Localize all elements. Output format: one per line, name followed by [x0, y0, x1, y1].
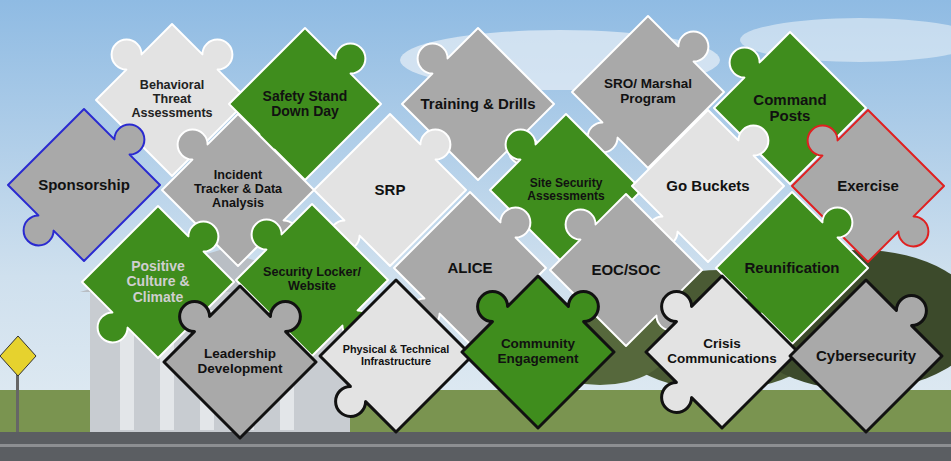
piece-label: SRP: [375, 182, 406, 199]
piece-label: Leadership Development: [185, 347, 295, 377]
puzzle-piece: Physical & Technical Infrastructure: [316, 276, 476, 436]
puzzle-shape: [646, 276, 798, 428]
puzzle-piece: Cybersecurity: [786, 276, 946, 436]
piece-label: ALICE: [448, 260, 493, 277]
piece-label: Behavioral Threat Assessments: [122, 79, 222, 121]
puzzle-shape: [790, 280, 942, 432]
piece-label: Positive Culture & Climate: [113, 259, 203, 305]
puzzle-piece: Community Engagement: [458, 272, 618, 432]
puzzle-piece: Crisis Communications: [642, 272, 802, 432]
piece-label: Community Engagement: [483, 337, 593, 367]
piece-label: Go Buckets: [666, 178, 749, 195]
piece-label: Training & Drills: [420, 96, 535, 113]
piece-label: Sponsorship: [38, 177, 130, 194]
piece-label: Crisis Communications: [667, 337, 777, 367]
piece-label: Incident Tracker & Data Analysis: [193, 169, 283, 211]
piece-label: Physical & Technical Infrastructure: [339, 344, 454, 368]
piece-label: Security Locker/ Website: [252, 266, 372, 294]
piece-label: Exercise: [837, 178, 899, 195]
piece-label: Cybersecurity: [816, 348, 916, 365]
piece-label: Command Posts: [740, 92, 840, 125]
piece-label: EOC/SOC: [591, 262, 660, 279]
piece-label: SRO/ Marshal Program: [588, 77, 708, 107]
piece-label: Safety Stand Down Day: [255, 89, 355, 120]
puzzle-shape: [164, 286, 316, 438]
piece-label: Site Security Assessments: [511, 177, 621, 203]
puzzle-piece: Leadership Development: [160, 282, 320, 442]
puzzle-shape: [462, 276, 614, 428]
puzzle-shape: [320, 280, 472, 432]
piece-label: Reunification: [744, 260, 839, 277]
